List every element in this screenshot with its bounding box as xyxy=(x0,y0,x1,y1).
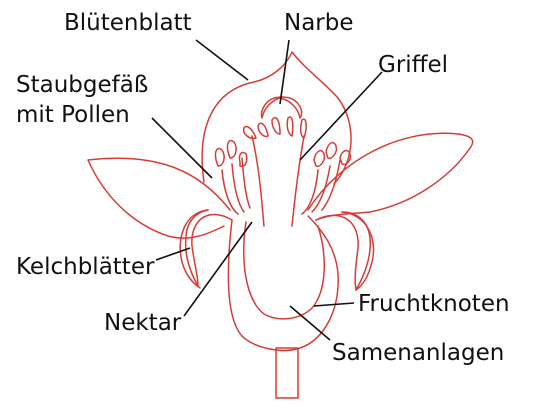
leader-bluetenblatt xyxy=(196,40,248,80)
left-petal xyxy=(88,158,230,238)
label-staubgefaess-line1: Staubgefäß xyxy=(16,72,148,98)
leader-samenanlagen xyxy=(290,306,330,340)
leader-fruchtknoten xyxy=(314,303,354,306)
left-sepal-outer xyxy=(180,210,208,288)
right-stamens xyxy=(302,160,340,214)
left-sepal xyxy=(186,210,232,286)
label-griffel: Griffel xyxy=(378,52,448,78)
leader-kelchblaetter xyxy=(156,248,190,260)
label-narbe: Narbe xyxy=(284,10,354,36)
label-fruchtknoten: Fruchtknoten xyxy=(358,291,510,317)
style xyxy=(252,136,304,226)
leader-narbe xyxy=(280,40,289,104)
label-samenanlagen: Samenanlagen xyxy=(332,340,504,366)
right-anthers xyxy=(314,143,350,167)
leader-nektar xyxy=(184,222,252,316)
leader-griffel xyxy=(300,72,382,160)
stigma-top xyxy=(261,97,301,118)
label-nektar: Nektar xyxy=(104,310,182,336)
label-staubgefaess-line2: mit Pollen xyxy=(16,102,130,128)
leader-lines xyxy=(152,40,382,340)
ovary-inner-wall xyxy=(244,222,325,319)
stigma-lobes xyxy=(244,117,306,138)
stem xyxy=(276,348,298,398)
label-bluetenblatt: Blütenblatt xyxy=(64,10,192,36)
right-petal xyxy=(308,133,473,220)
label-kelchblaetter: Kelchblätter xyxy=(16,254,155,280)
